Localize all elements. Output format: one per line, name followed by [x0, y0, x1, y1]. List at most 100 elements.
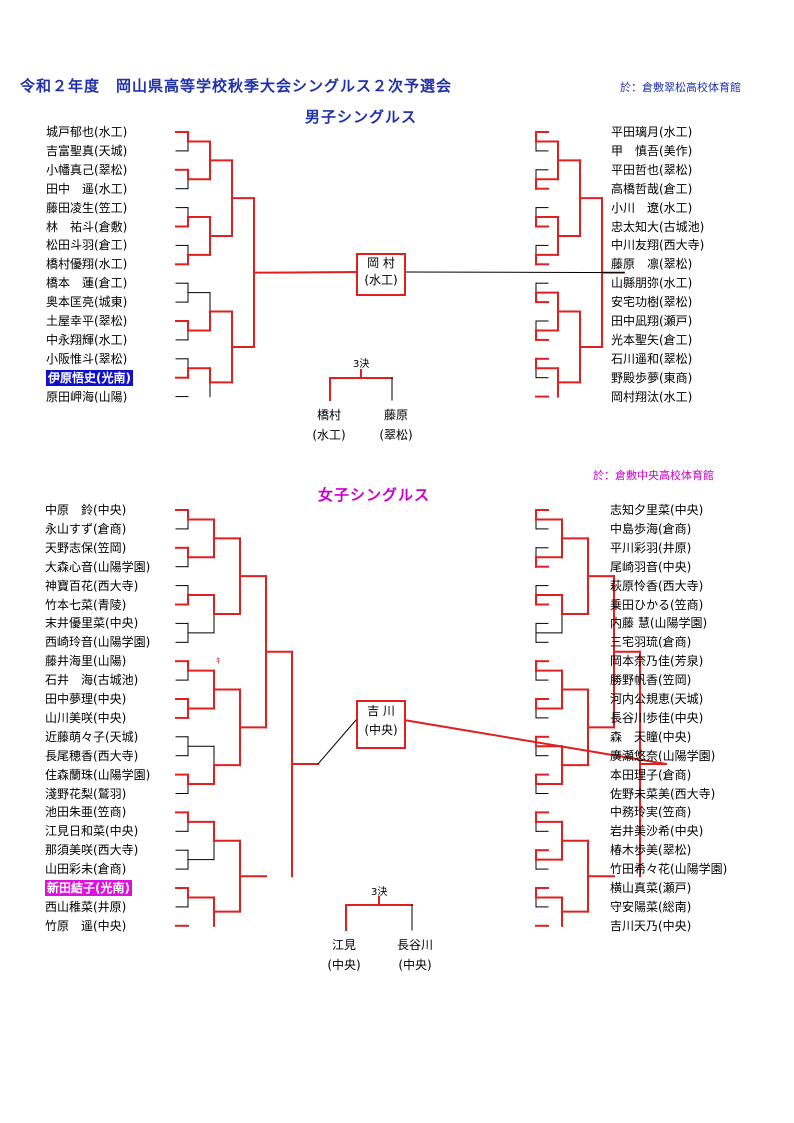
venue-women: 於：倉敷中央高校体育館 [593, 469, 714, 482]
women.right-player-15: 佐野未菜美(西大寺) [610, 786, 716, 801]
women.left-player-7: 西崎玲音(山陽学園) [45, 635, 151, 650]
women.left-player-12: 近藤萌々子(天城) [45, 729, 139, 744]
women.right-player-0: 志知夕里菜(中央) [610, 503, 704, 517]
women-winner-box: 吉 川 (中央) [356, 700, 406, 749]
women-bracket-lines [175, 509, 668, 931]
women-third-label: 3決 [371, 887, 388, 898]
men-third-p1-school: (水工) [312, 428, 346, 442]
women-third-p1-name: 江見 [331, 938, 356, 952]
women.right-player-1: 中島歩海(倉商) [610, 521, 692, 536]
men-winner-name: 岡 村 [367, 256, 395, 270]
women-third-p1: 江見 (中央) [318, 935, 370, 975]
women.left-player-2: 天野志保(笠岡) [45, 540, 127, 555]
men.left-player-11: 中永翔輝(水工) [46, 332, 128, 347]
women.left-player-6: 末井優里菜(中央) [45, 616, 139, 631]
women.right-player-19: 竹田希々花(山陽学園) [610, 862, 728, 877]
women.left-player-16: 池田朱亜(笠商) [45, 805, 127, 820]
men.right-player-1: 甲 慎吾(美作) [611, 143, 693, 158]
men.right-player-9: 安宅功樹(翠松) [611, 295, 693, 310]
women.left-player-11: 山川美咲(中央) [45, 710, 127, 725]
men-bracket-lines [175, 131, 625, 401]
men.right-player-6: 中川友翔(西大寺) [611, 238, 705, 253]
women-winner-name: 吉 川 [367, 704, 395, 718]
men.right-player-5: 忠太知大(古城池) [611, 219, 705, 234]
women.left-player-22: 竹原 遥(中央) [45, 918, 127, 933]
women.right-player-16: 中務玲実(笠商) [610, 805, 692, 820]
men-final-right [403, 271, 625, 274]
men.right-player-14: 岡村翔汰(水工) [611, 389, 693, 404]
women.right-player-10: 河内公規恵(天城) [610, 692, 704, 706]
men-third-p2-name: 藤原 [383, 408, 408, 422]
men-third-p1-name: 橋村 [316, 408, 341, 422]
women.right-player-9: 勝野帆香(笠岡) [610, 673, 692, 688]
men.left-player-6: 松田斗羽(倉工) [46, 238, 128, 253]
men.left-player-7: 橋村優翔(水工) [46, 257, 128, 272]
women-third-p2-name: 長谷川 [396, 938, 433, 952]
women-winner-school: (中央) [364, 723, 398, 737]
women.left-player-1: 永山すず(倉商) [45, 521, 127, 536]
women.right-player-8: 岡本奈乃佳(芳泉) [610, 654, 704, 669]
men-third-p2: 藤原 (翠松) [371, 405, 421, 445]
women.right-player-11: 長谷川歩佳(中央) [610, 710, 704, 725]
men.right-player-7: 藤原 凛(翠松) [611, 257, 693, 272]
men.right-player-11: 光本聖矢(倉工) [611, 332, 693, 347]
women.left-player-20: 新田結子(光南) [45, 880, 132, 896]
men.left-player-9: 奥本匡亮(城東) [46, 295, 128, 310]
men.left-player-8: 橋本 蓮(倉工) [46, 276, 128, 291]
women.right-player-18: 椿木歩美(翠松) [610, 843, 692, 858]
women.right-player-20: 横山真菜(瀬戸) [610, 881, 692, 895]
women.left-player-10: 田中夢理(中央) [45, 692, 127, 706]
women.left-player-19: 山田彩未(倉商) [45, 862, 127, 877]
women.right-player-17: 岩井美沙希(中央) [610, 824, 704, 839]
women.left-player-17: 江見日和菜(中央) [45, 824, 139, 839]
women.left-player-13: 長尾穂香(西大寺) [45, 748, 139, 763]
women.right-player-22: 吉川天乃(中央) [610, 918, 692, 933]
women-final-left [317, 719, 357, 765]
men.right-player-8: 山縣朋弥(水工) [611, 276, 693, 291]
men-section-title: 男子シングルス [305, 108, 418, 126]
women.right-player-21: 守安陽菜(総南) [610, 899, 692, 914]
men.right-player-12: 石川遥和(翠松) [611, 351, 693, 366]
women.right-player-6: 内藤 慧(山陽学園) [610, 616, 708, 631]
men.left-player-13: 伊原悟史(光南) [46, 369, 133, 386]
women.right-player-14: 本田理子(倉商) [610, 767, 692, 782]
women.left-player-21: 西山稚菜(井原) [45, 899, 127, 914]
women.right-player-13: 廣瀬悠奈(山陽学園) [610, 748, 716, 763]
women-final-right [402, 718, 668, 766]
men.right-player-2: 平田哲也(翠松) [611, 162, 693, 177]
men-third-p2-school: (翠松) [379, 428, 413, 442]
men.left-player-0: 城戸郁也(水工) [46, 125, 128, 139]
women.right-player-3: 尾崎羽音(中央) [610, 559, 692, 574]
men.left-player-14: 原田岬海(山陽) [46, 389, 128, 404]
men.right-player-0: 平田璃月(水工) [611, 125, 693, 139]
men.left-player-3: 田中 遥(水工) [46, 181, 128, 196]
men.left-player-12: 小阪惟斗(翠松) [46, 351, 128, 366]
women.left-player-14: 住森蘭珠(山陽学園) [45, 767, 151, 782]
women.left-player-3: 大森心音(山陽学園) [45, 559, 151, 574]
men.left-player-10: 土屋幸平(翠松) [46, 314, 128, 328]
women.left-player-18: 那須美咲(西大寺) [45, 843, 139, 858]
women.right-player-7: 三宅羽琉(倉商) [610, 635, 692, 650]
women.left-player-9: 石井 海(古城池) [45, 673, 139, 688]
men.right-player-13: 野殿歩夢(東商) [611, 370, 693, 385]
women-third-p1-school: (中央) [327, 958, 361, 972]
page-title: 令和２年度 岡山県高等学校秋季大会シングルス２次予選会 [20, 77, 453, 95]
men.right-player-10: 田中凪翔(瀬戸) [611, 314, 693, 328]
women-third-p2: 長谷川 (中央) [387, 935, 443, 975]
women.right-player-12: 森 天瞳(中央) [610, 729, 692, 744]
women-bracket-annotation: ｷ [216, 657, 221, 667]
women.right-player-2: 平川彩羽(井原) [610, 540, 692, 555]
women.left-player-0: 中原 鈴(中央) [45, 503, 127, 517]
men-third-label: 3決 [353, 359, 370, 370]
women-third-p2-school: (中央) [398, 958, 432, 972]
men-final-left [274, 270, 358, 274]
men-third-p1: 橋村 (水工) [304, 405, 354, 445]
men.left-player-1: 吉富聖真(天城) [46, 143, 128, 158]
women.left-player-4: 神寶百花(西大寺) [45, 578, 139, 593]
women.left-player-15: 淺野花梨(鷲羽) [45, 786, 127, 801]
women.right-player-4: 萩原怜香(西大寺) [610, 578, 704, 593]
men-winner-box: 岡 村 (水工) [356, 253, 406, 296]
men.right-player-4: 小川 遼(水工) [611, 200, 693, 215]
men.left-player-5: 林 祐斗(倉敷) [46, 219, 128, 234]
